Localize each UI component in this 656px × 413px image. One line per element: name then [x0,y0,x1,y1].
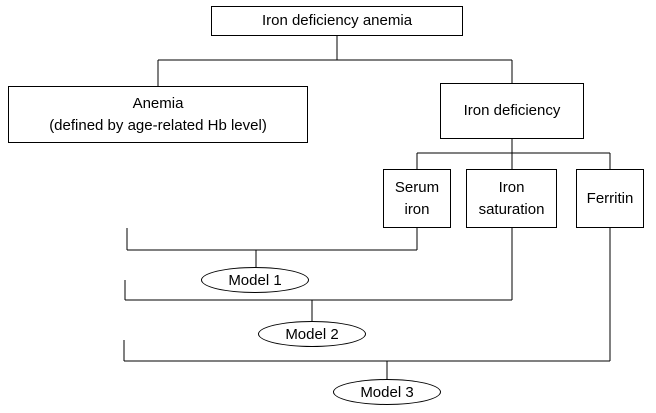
iron-saturation-line1: Iron [498,178,525,196]
model-3-oval: Model 3 [333,379,441,405]
serum-iron-line2: iron [404,200,430,218]
model-2-label: Model 2 [285,325,339,343]
iron-deficiency-node: Iron deficiency [440,83,584,139]
model-2-oval: Model 2 [258,321,366,347]
iron-saturation-line2: saturation [478,200,545,218]
iron-deficiency-label: Iron deficiency [463,102,561,119]
ferritin-label: Ferritin [586,189,634,207]
ferritin-node: Ferritin [576,169,644,228]
root-node-label: Iron deficiency anemia [261,12,413,29]
serum-iron-node: Serum iron [383,169,451,228]
iron-saturation-node: Iron saturation [466,169,557,228]
anemia-title: Anemia [132,94,184,112]
root-node-iron-deficiency-anemia: Iron deficiency anemia [211,6,463,36]
anemia-node: Anemia (defined by age-related Hb level) [8,86,308,143]
model-3-label: Model 3 [360,383,414,401]
model-1-label: Model 1 [228,271,282,289]
anemia-definition: (defined by age-related Hb level) [49,116,267,134]
model-1-oval: Model 1 [201,267,309,293]
serum-iron-line1: Serum [394,178,440,196]
